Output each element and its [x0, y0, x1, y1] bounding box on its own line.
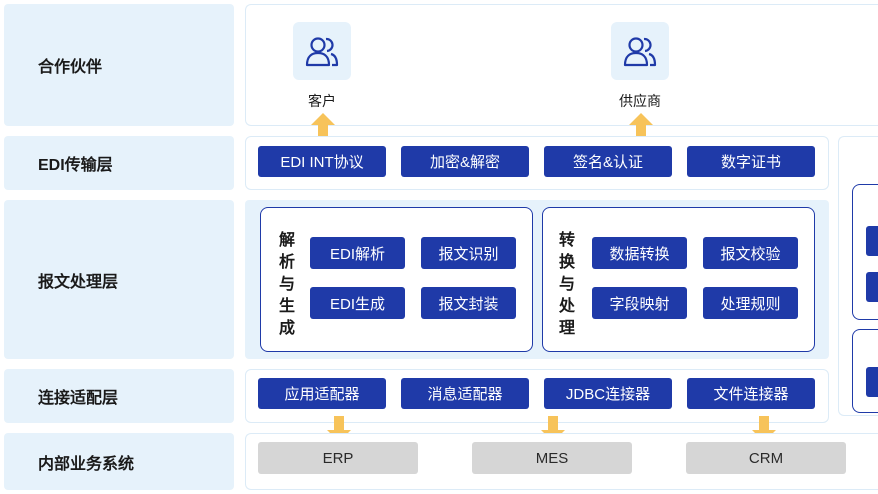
jdbc-connector-button[interactable]: JDBC连接器 [544, 378, 672, 409]
title-char: 理 [558, 320, 575, 337]
app-adapter-button[interactable]: 应用适配器 [258, 378, 386, 409]
encrypt-decrypt-button[interactable]: 加密&解密 [401, 146, 529, 177]
right-partial-button [866, 367, 878, 397]
layer-label-partner: 合作伙伴 [4, 4, 234, 126]
file-connector-button[interactable]: 文件连接器 [687, 378, 815, 409]
arrow-up-icon [311, 113, 335, 139]
right-partial-button [866, 272, 878, 302]
title-char: 成 [278, 320, 295, 337]
customer-label: 客户 [308, 93, 336, 109]
parse-generate-title: 解 析 与 生 成 [276, 230, 298, 340]
message-identify-button[interactable]: 报文识别 [421, 237, 516, 269]
crm-system[interactable]: CRM [686, 442, 846, 474]
processing-rules-button[interactable]: 处理规则 [703, 287, 798, 319]
title-char: 与 [278, 276, 295, 293]
edi-generate-button[interactable]: EDI生成 [310, 287, 405, 319]
mes-system[interactable]: MES [472, 442, 632, 474]
title-char: 析 [278, 254, 295, 271]
title-char: 转 [558, 232, 575, 249]
layer-label-message: 报文处理层 [4, 200, 234, 359]
right-partial-button [866, 226, 878, 256]
digital-cert-button[interactable]: 数字证书 [687, 146, 815, 177]
edi-parse-button[interactable]: EDI解析 [310, 237, 405, 269]
title-char: 解 [278, 232, 295, 249]
erp-system[interactable]: ERP [258, 442, 418, 474]
transform-process-group [542, 207, 815, 352]
title-char: 生 [278, 298, 295, 315]
supplier-label: 供应商 [619, 93, 661, 109]
supplier-icon-box [611, 22, 669, 80]
title-char: 处 [558, 298, 575, 315]
users-icon [623, 37, 657, 67]
users-icon [305, 37, 339, 67]
layer-label-internal: 内部业务系统 [4, 433, 234, 490]
layer-label-adapter: 连接适配层 [4, 369, 234, 423]
data-transform-button[interactable]: 数据转换 [592, 237, 687, 269]
parse-generate-group [260, 207, 533, 352]
field-mapping-button[interactable]: 字段映射 [592, 287, 687, 319]
message-validate-button[interactable]: 报文校验 [703, 237, 798, 269]
transform-process-title: 转 换 与 处 理 [556, 230, 578, 340]
edi-int-protocol-button[interactable]: EDI INT协议 [258, 146, 386, 177]
title-char: 与 [558, 276, 575, 293]
customer-icon-box [293, 22, 351, 80]
message-adapter-button[interactable]: 消息适配器 [401, 378, 529, 409]
sign-auth-button[interactable]: 签名&认证 [544, 146, 672, 177]
layer-label-edi: EDI传输层 [4, 136, 234, 190]
title-char: 换 [558, 254, 575, 271]
arrow-up-icon [629, 113, 653, 139]
message-package-button[interactable]: 报文封装 [421, 287, 516, 319]
